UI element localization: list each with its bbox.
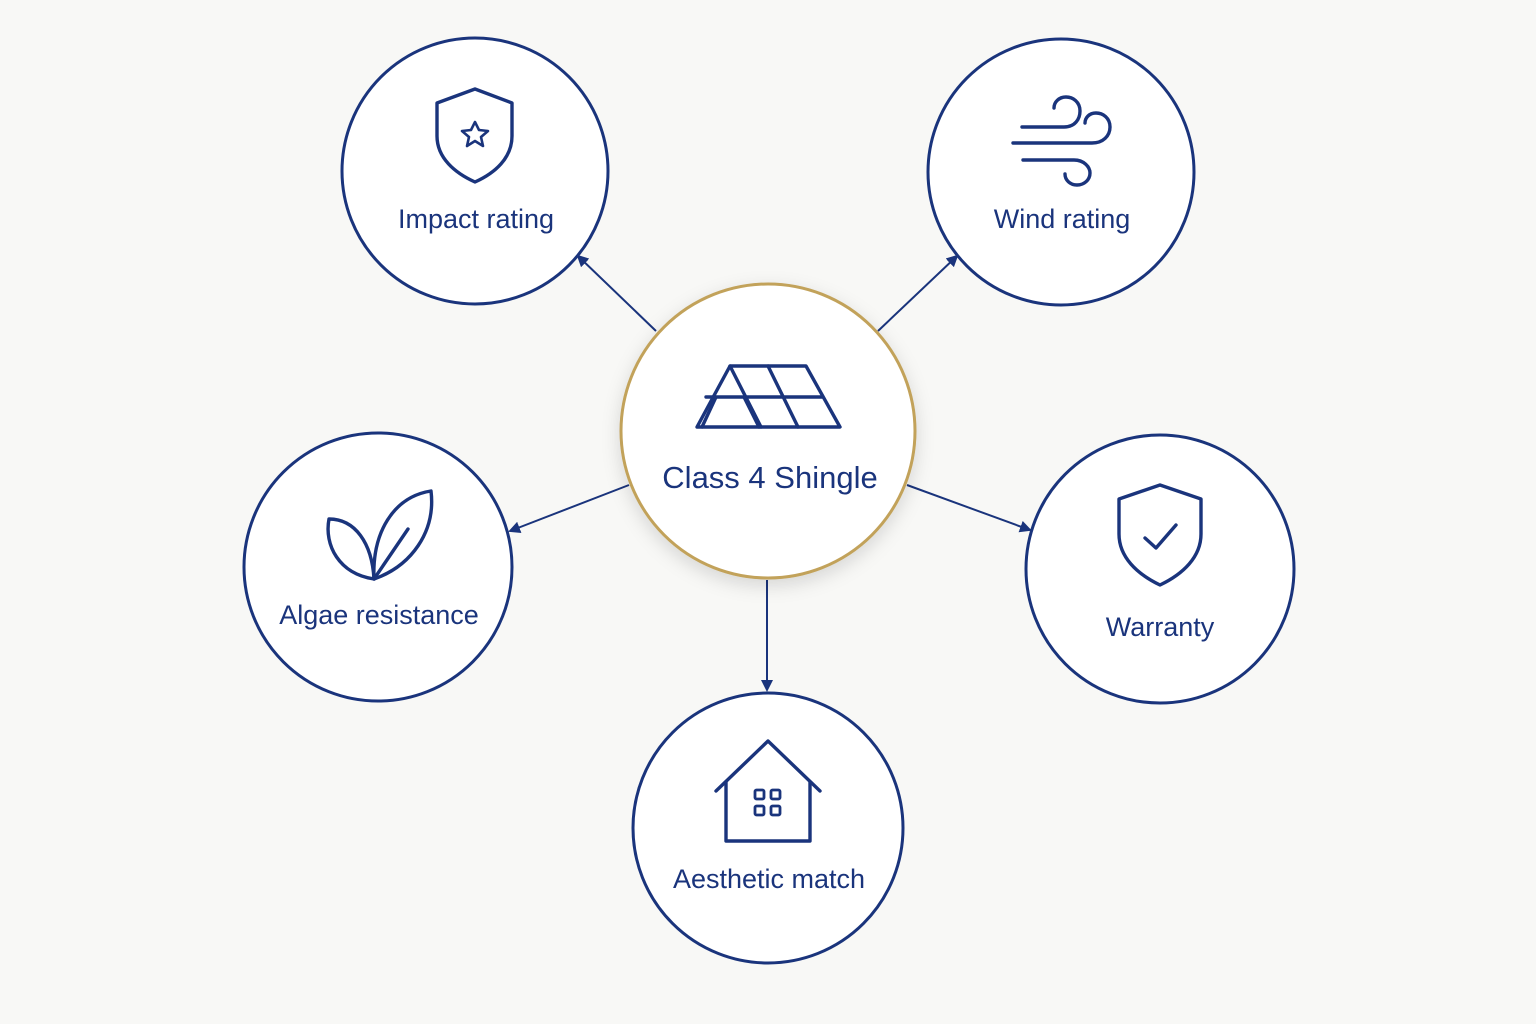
connector-wind (877, 254, 959, 332)
node-label-impact: Impact rating (398, 204, 554, 234)
shield-star-icon (435, 87, 514, 184)
connector-impact (576, 254, 657, 332)
node-circle-aesthetic (631, 691, 905, 965)
connector-warranty (906, 484, 1032, 533)
connectors (508, 254, 1032, 692)
node-aesthetic-match: Aesthetic match (631, 691, 905, 965)
shield-check-icon (1117, 483, 1203, 587)
node-label-warranty: Warranty (1106, 612, 1215, 642)
node-algae-resistance: Algae resistance (242, 431, 514, 703)
node-circle-wind (926, 37, 1196, 307)
node-circle-algae (242, 431, 514, 703)
connector-algae (508, 484, 630, 533)
node-label-algae: Algae resistance (279, 600, 479, 630)
node-wind-rating: Wind rating (926, 37, 1196, 307)
center-label: Class 4 Shingle (662, 460, 877, 495)
node-impact-rating: Impact rating (340, 36, 610, 306)
leaf-icon (326, 489, 434, 581)
node-circle-impact (340, 36, 610, 306)
center-circle (619, 282, 917, 580)
node-warranty: Warranty (1024, 433, 1296, 705)
house-icon (714, 739, 822, 843)
wind-icon (1011, 95, 1112, 187)
roof-shingles-icon (695, 364, 842, 429)
node-label-wind: Wind rating (994, 204, 1131, 234)
center-node: Class 4 Shingle (619, 282, 917, 580)
node-label-aesthetic: Aesthetic match (673, 864, 865, 894)
node-circle-warranty (1024, 433, 1296, 705)
